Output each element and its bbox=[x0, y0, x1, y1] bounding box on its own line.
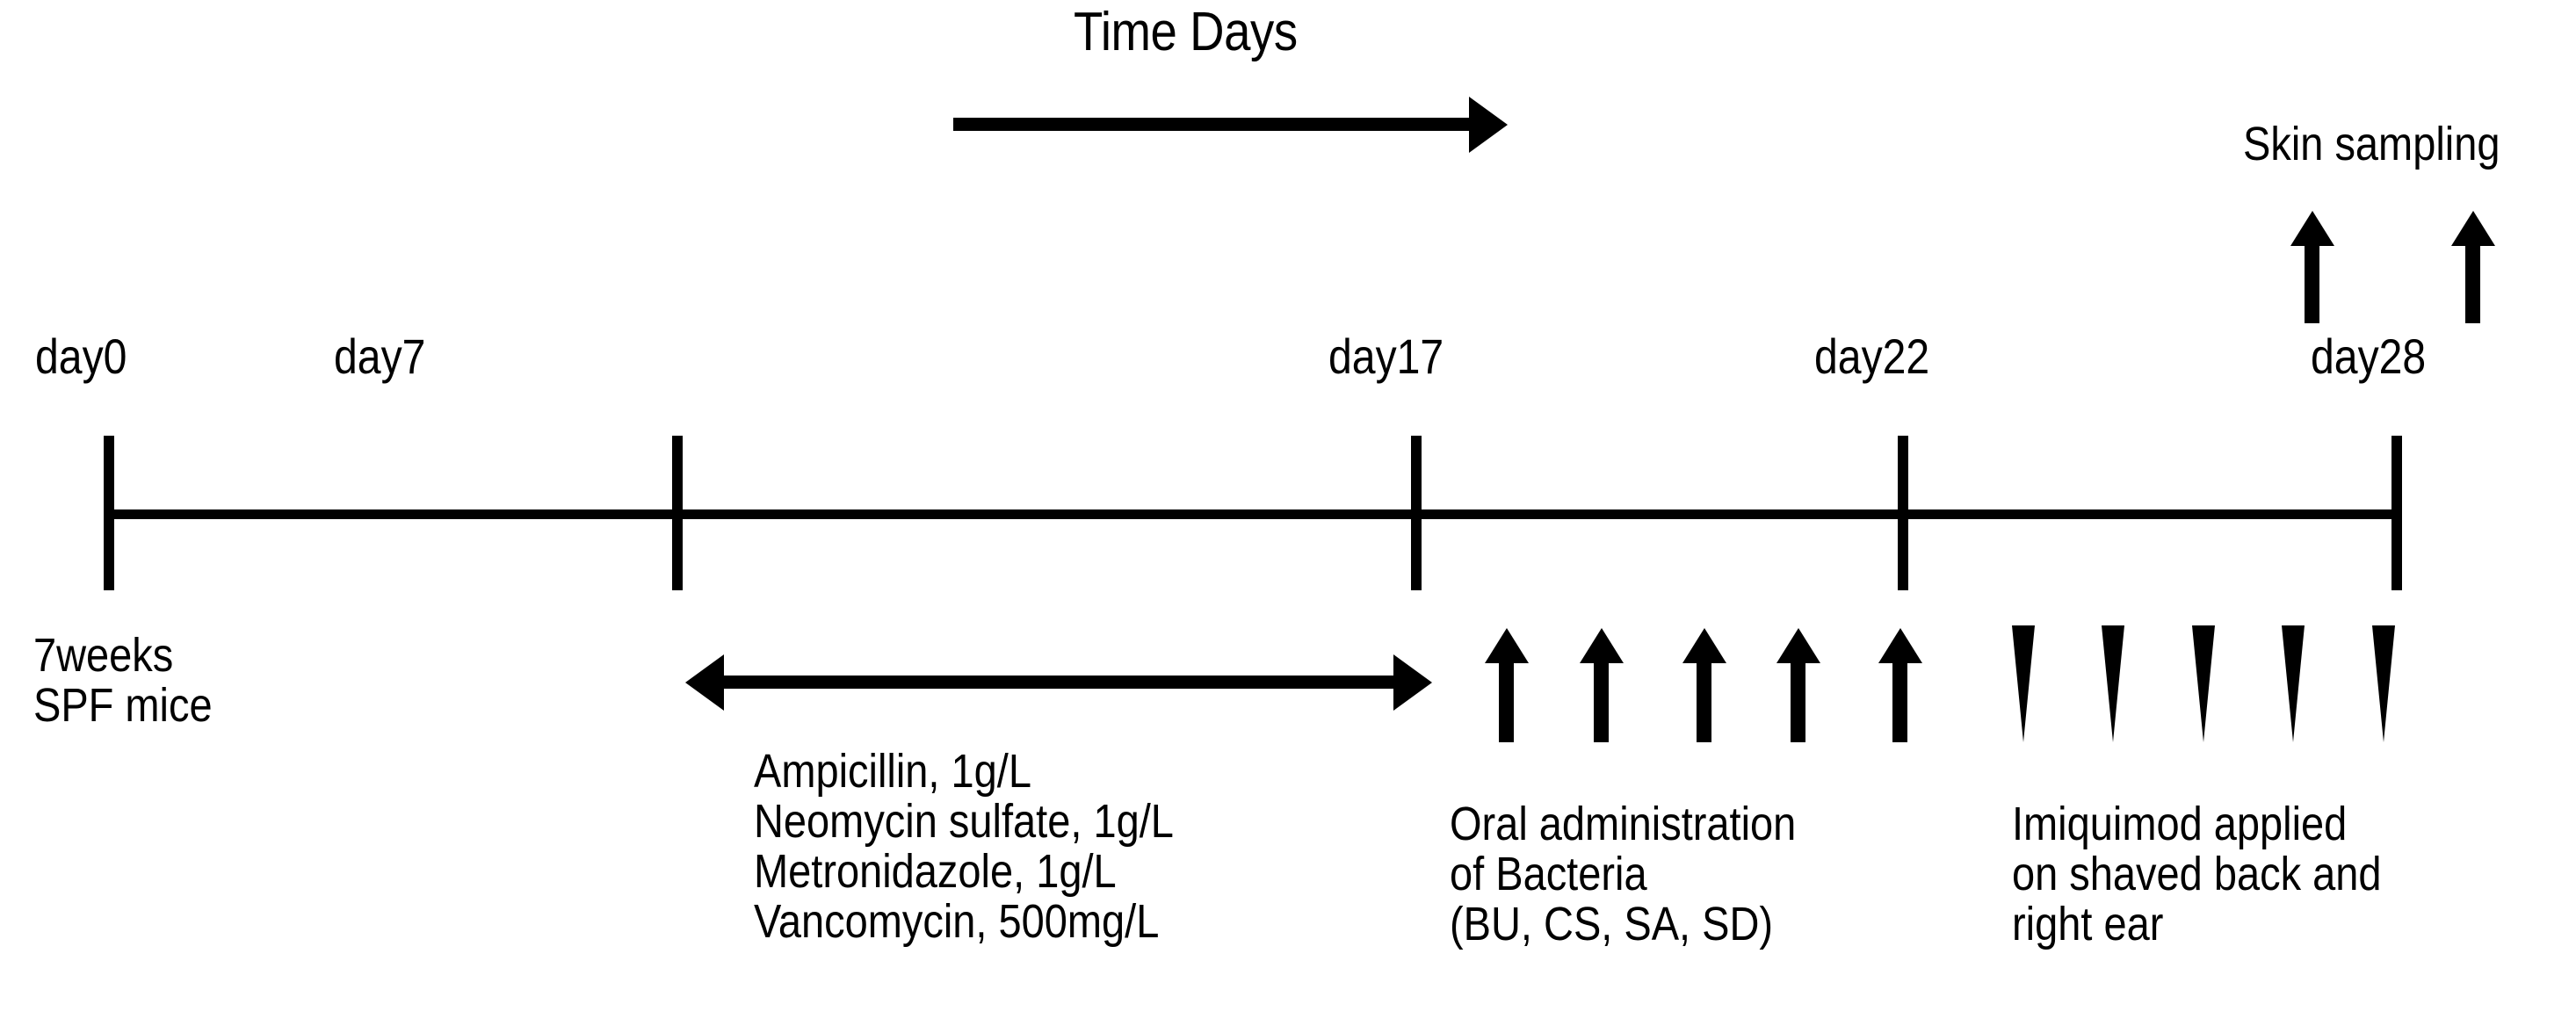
up-arrow-head-icon bbox=[2290, 211, 2334, 246]
tick-label-day22: day22 bbox=[1814, 329, 1930, 384]
up-arrow-head-icon bbox=[1878, 628, 1922, 663]
up-arrow-head-icon bbox=[1682, 628, 1726, 663]
tick-mark-day17 bbox=[1411, 436, 1422, 590]
tick-mark-day28 bbox=[2391, 436, 2402, 590]
tick-label-day17: day17 bbox=[1328, 329, 1444, 384]
imiquimod-marker-1 bbox=[2012, 625, 2035, 742]
time-arrow-head-icon bbox=[1469, 97, 1508, 153]
left-arrow-head-icon bbox=[685, 654, 724, 711]
up-arrow-shaft bbox=[1892, 661, 1907, 742]
imiquimod-marker-4 bbox=[2282, 625, 2305, 742]
up-arrow-shaft bbox=[2305, 244, 2319, 323]
oral-bacteria-line-3: (BU, CS, SA, SD) bbox=[1450, 898, 1774, 950]
up-arrow-shaft bbox=[1791, 661, 1805, 742]
up-arrow-head-icon bbox=[2451, 211, 2495, 246]
up-arrow-shaft bbox=[1594, 661, 1609, 742]
tick-mark-day0 bbox=[104, 436, 114, 590]
antibiotic-arrow-shaft bbox=[720, 676, 1397, 689]
animal-label: 7weeks SPF mice bbox=[33, 631, 213, 731]
antibiotic-line-3: Metronidazole, 1g/L bbox=[754, 845, 1117, 898]
oral-bacteria-caption: Oral administration of Bacteria (BU, CS,… bbox=[1450, 799, 1796, 950]
right-arrow-head-icon bbox=[1393, 654, 1432, 711]
tick-label-day28: day28 bbox=[2311, 329, 2427, 384]
tick-mark-day7 bbox=[672, 436, 683, 590]
imiquimod-marker-3 bbox=[2192, 625, 2215, 742]
imiquimod-caption: Imiquimod applied on shaved back and rig… bbox=[2012, 799, 2382, 950]
tick-label-day7: day7 bbox=[334, 329, 426, 384]
antibiotic-line-4: Vancomycin, 500mg/L bbox=[754, 895, 1160, 948]
imiquimod-line-2: on shaved back and bbox=[2012, 848, 2382, 900]
animal-label-line-1: 7weeks bbox=[33, 629, 174, 682]
imiquimod-line-3: right ear bbox=[2012, 898, 2164, 950]
antibiotic-list: Ampicillin, 1g/L Neomycin sulfate, 1g/L … bbox=[754, 747, 1174, 947]
oral-bacteria-line-1: Oral administration bbox=[1450, 798, 1797, 850]
up-arrow-shaft bbox=[1499, 661, 1514, 742]
up-arrow-shaft bbox=[2465, 244, 2480, 323]
up-arrow-head-icon bbox=[1485, 628, 1529, 663]
tick-label-day0: day0 bbox=[35, 329, 127, 384]
imiquimod-marker-5 bbox=[2372, 625, 2395, 742]
page-title: Time Days bbox=[1074, 2, 1298, 62]
oral-bacteria-line-2: of Bacteria bbox=[1450, 848, 1647, 900]
imiquimod-marker-2 bbox=[2102, 625, 2124, 742]
time-arrow-shaft bbox=[953, 118, 1476, 131]
animal-label-line-2: SPF mice bbox=[33, 679, 213, 732]
tick-mark-day22 bbox=[1898, 436, 1908, 590]
antibiotic-line-1: Ampicillin, 1g/L bbox=[754, 745, 1031, 798]
up-arrow-head-icon bbox=[1776, 628, 1820, 663]
up-arrow-head-icon bbox=[1580, 628, 1624, 663]
antibiotic-line-2: Neomycin sulfate, 1g/L bbox=[754, 795, 1174, 848]
up-arrow-shaft bbox=[1697, 661, 1711, 742]
imiquimod-line-1: Imiquimod applied bbox=[2012, 798, 2348, 850]
skin-sampling-label: Skin sampling bbox=[2243, 118, 2500, 170]
timeline-axis bbox=[104, 509, 2401, 519]
